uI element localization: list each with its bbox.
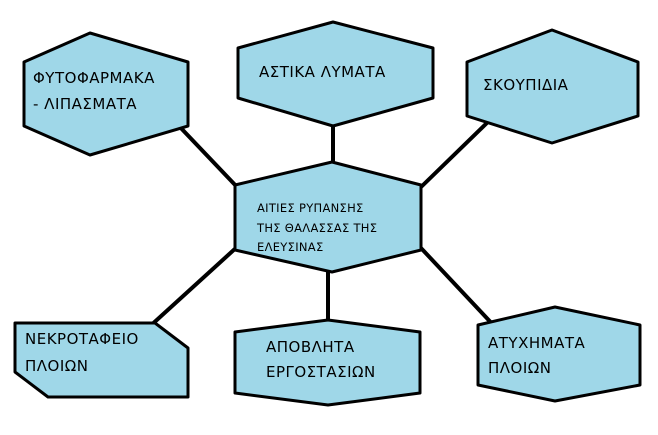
node-ship-graveyard: ΝΕΚΡΟΤΑΦΕΙΟ ΠΛΟΙΩΝ [13, 321, 190, 399]
node-garbage-hexagon [465, 28, 640, 145]
center-hexagon [233, 160, 423, 274]
node-sewage-hexagon [236, 20, 435, 128]
node-ship-accidents-line-2: ΠΛΟΙΩΝ [488, 359, 551, 377]
svg-text:ΣΚΟΥΠΙΔΙΑ: ΣΚΟΥΠΙΔΙΑ [483, 76, 569, 94]
connectors [146, 116, 500, 332]
svg-text:ΑΣΤΙΚΑ ΛΥΜΑΤΑ: ΑΣΤΙΚΑ ΛΥΜΑΤΑ [259, 63, 386, 81]
node-pesticides-line-2: - ΛΙΠΑΣΜΑΤΑ [33, 95, 137, 113]
connector-ship-graveyard [146, 245, 239, 330]
svg-text:ΝΕΚΡΟΤΑΦΕΙΟ ΠΛΟΙΩΝ: ΝΕΚΡΟΤΑΦΕΙΟ ΠΛΟΙΩΝ [25, 330, 144, 375]
node-ship-accidents-hexagon [476, 305, 642, 403]
node-ship-accidents: ΑΤΥΧΗΜΑΤΑ ΠΛΟΙΩΝ [476, 305, 642, 403]
node-garbage: ΣΚΟΥΠΙΔΙΑ [465, 28, 640, 145]
node-garbage-line-1: ΣΚΟΥΠΙΔΙΑ [483, 76, 569, 94]
node-ship-graveyard-hexagon [13, 321, 190, 399]
node-factory-waste-line-2: ΕΡΓΟΣΤΑΣΙΩΝ [266, 363, 376, 381]
node-pesticides-line-1: ΦΥΤΟΦΑΡΜΑΚΑ [33, 69, 155, 87]
node-factory-waste-hexagon [233, 318, 422, 407]
connector-ship-accidents [418, 245, 500, 332]
node-pesticides: ΦΥΤΟΦΑΡΜΑΚΑ - ΛΙΠΑΣΜΑΤΑ [22, 31, 190, 157]
node-sewage-line-1: ΑΣΤΙΚΑ ΛΥΜΑΤΑ [259, 63, 386, 81]
svg-text:ΑΠΟΒΛΗΤΑ ΕΡΓΟΣΤΑΣΙΩΝ: ΑΠΟΒΛΗΤΑ ΕΡΓΟΣΤΑΣΙΩΝ [266, 338, 376, 381]
node-factory-waste-line-1: ΑΠΟΒΛΗΤΑ [266, 338, 355, 356]
node-ship-graveyard-line-1: ΝΕΚΡΟΤΑΦΕΙΟ [25, 330, 139, 348]
node-ship-accidents-line-1: ΑΤΥΧΗΜΑΤΑ [488, 334, 586, 352]
node-sewage: ΑΣΤΙΚΑ ΛΥΜΑΤΑ [236, 20, 435, 128]
center-line-3: ΕΛΕΥΣΙΝΑΣ [257, 240, 324, 254]
node-pesticides-hexagon [22, 31, 190, 157]
center-node: ΑΙΤΙΕΣ ΡΥΠΑΝΣΗΣ ΤΗΣ ΘΑΛΑΣΣΑΣ ΤΗΣ ΕΛΕΥΣΙΝ… [233, 160, 423, 274]
svg-text:ΑΙΤΙΕΣ ΡΥΠΑΝΣΗΣ ΤΗΣ ΘΑ: ΑΙΤΙΕΣ ΡΥΠΑΝΣΗΣ ΤΗΣ ΘΑΛΑΣΣΑΣ ΤΗΣ ΕΛΕΥΣΙΝ… [256, 201, 381, 254]
node-ship-graveyard-line-2: ΠΛΟΙΩΝ [25, 357, 88, 375]
svg-text:ΦΥΤΟΦΑΡΜΑΚΑ - ΛΙΠΑΣΜΑΤ: ΦΥΤΟΦΑΡΜΑΚΑ - ΛΙΠΑΣΜΑΤΑ [33, 69, 160, 113]
center-line-2: ΤΗΣ ΘΑΛΑΣΣΑΣ ΤΗΣ [256, 221, 377, 235]
node-factory-waste: ΑΠΟΒΛΗΤΑ ΕΡΓΟΣΤΑΣΙΩΝ [233, 318, 422, 407]
center-line-1: ΑΙΤΙΕΣ ΡΥΠΑΝΣΗΣ [257, 201, 364, 215]
connector-pesticides [176, 123, 240, 190]
svg-text:ΑΤΥΧΗΜΑΤΑ ΠΛΟΙΩΝ: ΑΤΥΧΗΜΑΤΑ ΠΛΟΙΩΝ [488, 334, 591, 377]
connector-garbage [418, 116, 494, 190]
